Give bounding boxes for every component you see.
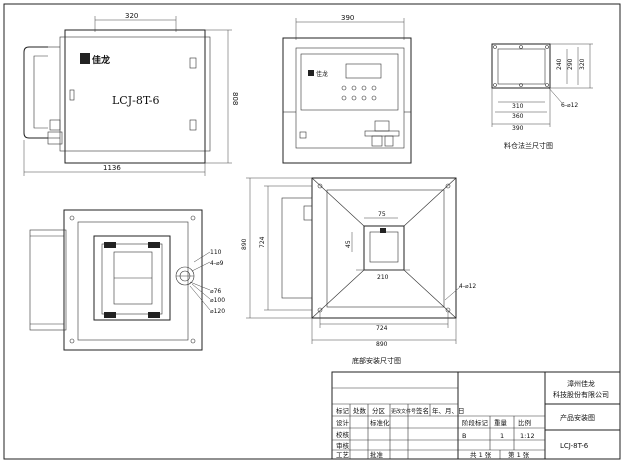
tb-drawing-no: LCJ-8T-6 [560,442,589,450]
panel-buttons [341,85,377,101]
base-dim-210: 210 [377,274,389,281]
flange-dim-360: 360 [512,113,524,120]
latch [189,57,197,69]
flange-dim-390: 390 [512,125,524,132]
tb-row-zone: 分区 [372,406,386,415]
side-top-dim: 390 [341,14,354,22]
flange-dim-310: 310 [512,103,524,110]
flange-caption: 料仓法兰尺寸图 [504,141,553,150]
flange-view: 310 360 390 240 290 320 6-⌀12 料仓法兰尺寸图 [491,43,593,150]
tb-role-process: 工艺 [336,451,350,459]
tb-approve: 批准 [370,450,384,459]
flange-outer [491,43,551,89]
air-regulator [374,120,390,132]
flange-dim-240: 240 [556,58,563,70]
tb-weight-value: 1 [500,432,504,440]
bottom-body [63,209,203,351]
base-left-724: 724 [259,236,266,248]
bottom-dim-110: 110 [210,249,222,256]
base-dim-75: 75 [378,211,386,218]
front-width-dim: 1136 [103,164,121,172]
tb-drawing-name: 产品安装图 [560,413,595,422]
base-left-890: 890 [241,238,248,250]
bottom-dim-120: ⌀120 [210,308,225,315]
valve [49,119,61,131]
base-dim-724: 724 [376,325,388,332]
base-view: 75 45 210 4-⌀12 724 890 724 890 底部安装尺寸图 [241,177,476,365]
flange-dim-290: 290 [567,58,574,70]
bottom-view: 110 4-⌀9 ⌀76 ⌀100 ⌀120 [29,209,225,351]
tb-role-check: 校核 [336,430,350,439]
base-holes: 4-⌀12 [459,283,476,290]
tb-company-1: 漳州佳龙 [567,379,595,388]
tb-row-mark: 标记 [336,406,350,415]
tb-row-count: 处数 [353,406,367,415]
display-screen [345,63,382,79]
chute [93,235,171,321]
bottom-dim-100: ⌀100 [210,297,225,304]
bottom-dim-holes: 4-⌀9 [210,260,224,267]
front-view: 320 佳龙 LCJ-8T-6 808 1136 [23,12,239,176]
drawing-frame [3,3,621,460]
tb-scale-label: 比例 [518,418,531,427]
flange-holes: 6-⌀12 [561,102,578,109]
tb-role-design: 设计 [336,418,350,427]
bottom-dim-76: ⌀76 [210,288,221,295]
handle [23,46,48,139]
side-body [282,37,412,164]
brand-logo-icon [80,53,90,64]
tb-scale-value: 1:12 [520,432,535,440]
tb-row-sign: 签名 [416,406,429,415]
tb-stage-value: B [462,432,466,440]
control-panel [300,53,399,111]
tb-row-doc: 更改文件号 [391,408,416,415]
tb-sheet-total: 共 1 张 [470,450,492,459]
tb-weight-label: 重量 [494,419,508,427]
front-top-dim: 320 [125,12,138,20]
tb-row-date: 年、月、日 [432,406,465,415]
svg-text:佳龙: 佳龙 [316,70,328,78]
model-label: LCJ-8T-6 [112,94,159,107]
brand-name: 佳龙 [92,54,110,66]
tb-std: 标准化 [370,418,390,427]
base-caption: 底部安装尺寸图 [352,356,401,365]
side-view: 390 佳龙 [282,14,412,164]
base-dim-890: 890 [376,341,388,348]
tb-sheet-no: 第 1 张 [508,450,530,459]
front-height-dim: 808 [231,92,239,105]
flange-dim-320: 320 [579,58,586,70]
tb-company-2: 科技股份有限公司 [553,390,609,399]
base-dim-45: 45 [345,240,352,248]
base-outer [311,177,457,319]
tb-role-review: 审核 [336,441,350,450]
title-block: 标记 处数 分区 更改文件号 签名 年、月、日 设计 校核 审核 工艺 标准化 … [331,371,621,460]
tb-stage-label: 阶段标记 [462,418,489,427]
